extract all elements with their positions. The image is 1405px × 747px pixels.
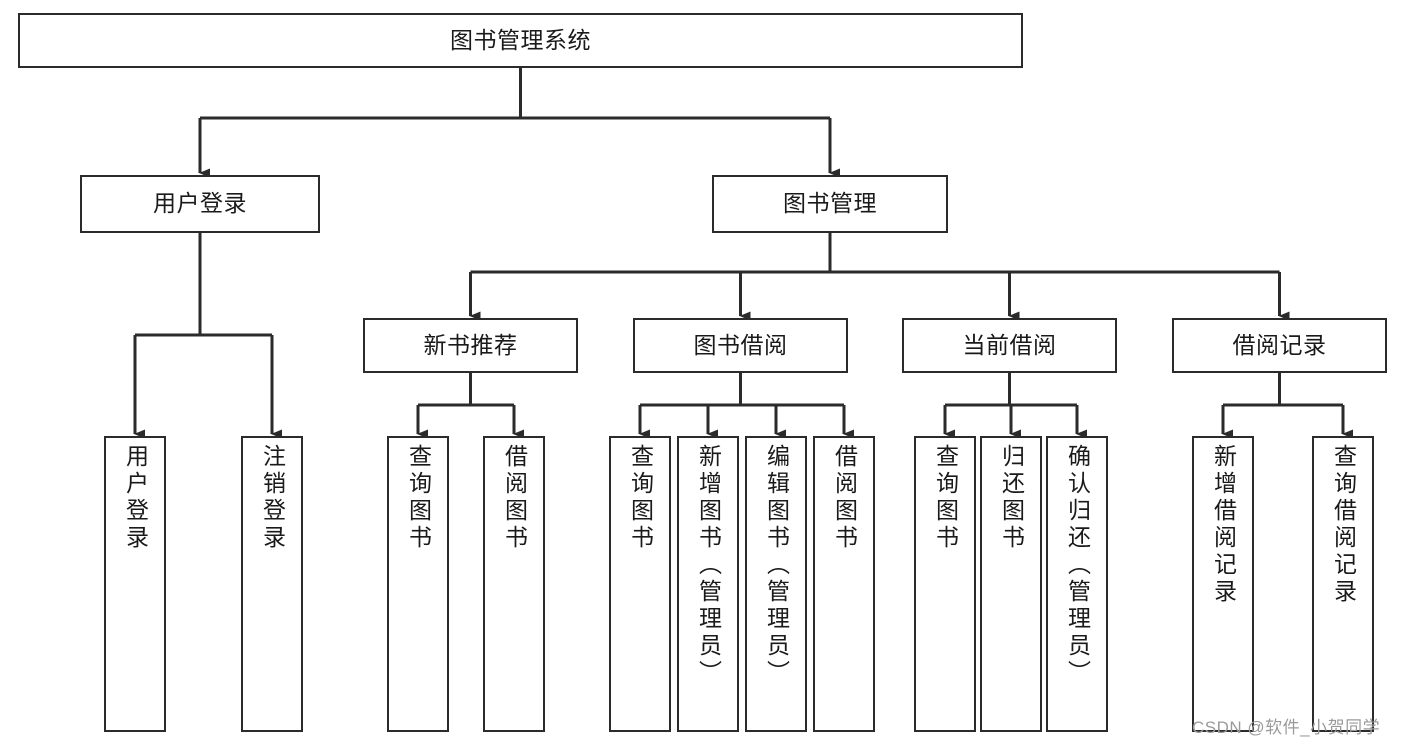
node-root[interactable]: 图书管理系统 [18,13,1023,68]
node-label: 编辑图书（管理员） [763,444,790,687]
node-leaf-add-record[interactable]: 新增借阅记录 [1192,436,1254,732]
node-book-borrow[interactable]: 图书借阅 [633,318,848,373]
node-label: 新增借阅记录 [1210,444,1237,606]
node-leaf-query-book[interactable]: 查询图书 [609,436,671,732]
edge-group [133,68,1353,439]
node-leaf-edit-book[interactable]: 编辑图书（管理员） [745,436,807,732]
node-label: 查询图书 [627,444,654,552]
node-label: 借阅图书 [501,444,528,552]
node-borrow-record[interactable]: 借阅记录 [1172,318,1387,373]
node-label: 当前借阅 [962,331,1057,358]
node-label: 查询图书 [405,444,432,552]
node-label: 新书推荐 [423,331,518,358]
node-leaf-query-book-cur[interactable]: 查询图书 [914,436,976,732]
node-leaf-query-book-rec[interactable]: 查询图书 [387,436,449,732]
node-leaf-borrow-book-rec[interactable]: 借阅图书 [483,436,545,732]
node-label: 图书管理系统 [450,26,591,53]
node-label: 用户登录 [122,444,149,552]
node-leaf-confirm-return[interactable]: 确认归还（管理员） [1046,436,1108,732]
node-label: 查询借阅记录 [1330,444,1357,606]
node-label: 查询图书 [932,444,959,552]
node-leaf-user-login[interactable]: 用户登录 [104,436,166,732]
node-leaf-add-book[interactable]: 新增图书（管理员） [677,436,739,732]
node-user-login[interactable]: 用户登录 [80,175,320,233]
node-leaf-query-record[interactable]: 查询借阅记录 [1312,436,1374,732]
node-new-book-rec[interactable]: 新书推荐 [363,318,578,373]
node-label: 注销登录 [259,444,286,552]
node-leaf-return-book[interactable]: 归还图书 [980,436,1042,732]
node-leaf-logout[interactable]: 注销登录 [241,436,303,732]
node-label: 用户登录 [153,190,247,217]
node-label: 新增图书（管理员） [695,444,722,687]
node-label: 借阅记录 [1232,331,1327,358]
node-label: 归还图书 [998,444,1025,552]
node-label: 图书借阅 [693,331,788,358]
node-label: 借阅图书 [831,444,858,552]
node-label: 确认归还（管理员） [1064,444,1091,687]
node-leaf-borrow-book[interactable]: 借阅图书 [813,436,875,732]
node-current-borrow[interactable]: 当前借阅 [902,318,1117,373]
node-label: 图书管理 [783,190,877,217]
node-book-manage[interactable]: 图书管理 [712,175,948,233]
watermark: CSDN @软件_小贺同学 [1192,718,1381,737]
